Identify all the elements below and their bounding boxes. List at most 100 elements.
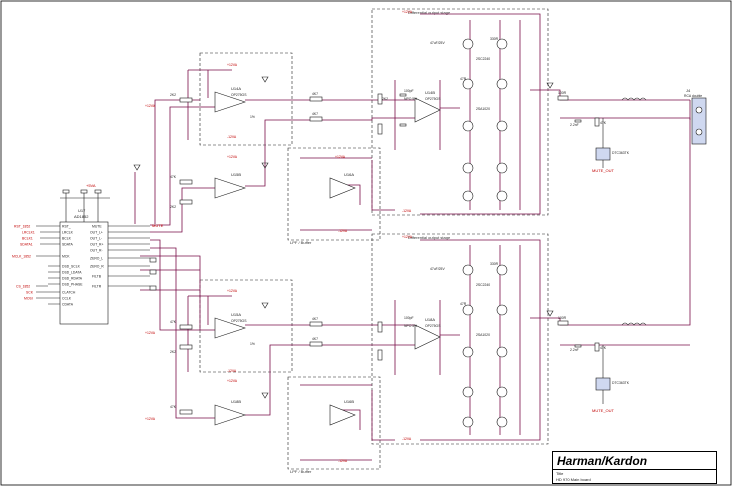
dac-part: AD1852 <box>74 214 89 219</box>
res-r94 <box>309 321 323 327</box>
dac-pin-dsd-ldata: DSD_LDATA <box>62 271 82 275</box>
supply-pos-2: +12VA <box>145 104 156 108</box>
wires-bottom-channel <box>140 130 691 461</box>
val-2k2-c: 2K2 <box>382 97 388 101</box>
net-lrclk1: LRCLK1 <box>22 231 35 235</box>
supply-pos-4: +12VA <box>335 155 346 159</box>
res-r92 <box>179 344 193 350</box>
cap-c58 <box>94 189 102 194</box>
net-mclk-1852: MCLK_1852 <box>12 255 31 259</box>
transistors: 2SC2240 2SA1020 2SC2240 2SA1020 <box>462 38 508 428</box>
dac-pin-zero-r: ZERO_R <box>90 265 104 269</box>
tr-pnp-label-a: 2SA1020 <box>476 107 490 111</box>
dac-pin-sdata: SDATA <box>62 243 74 247</box>
res-r97 <box>377 349 383 361</box>
res-r91 <box>179 324 193 330</box>
cap-c27 <box>399 93 407 97</box>
cap-c43 <box>149 257 157 263</box>
val-330r-a: 330R <box>490 37 499 41</box>
val-2k2-d: 2K2 <box>170 350 176 354</box>
res-r95 <box>309 341 323 347</box>
opamp-part-2: OP275GS <box>231 319 247 323</box>
transistor-q15 <box>462 162 474 174</box>
rca-jack-1 <box>695 106 703 114</box>
supply-neg-6: -12VA <box>402 437 412 441</box>
net-mute: MUTE <box>152 223 164 228</box>
net-mosi: MOSI <box>24 297 33 301</box>
opamp-u14b <box>414 97 441 123</box>
val-47k-c: 47K <box>170 320 177 324</box>
title-field-label: Title <box>556 471 564 476</box>
val-1pct-b: 1% <box>250 342 255 346</box>
drawing-title: HD 970 Main board <box>556 477 591 482</box>
val-47uf-a: 47uF/25V <box>430 41 445 45</box>
test-point-markers <box>133 76 554 399</box>
supply-pos-3: +12VA <box>227 155 238 159</box>
supply-pos-8: +12VA <box>145 331 156 335</box>
dac-pin-filtb: FILTB <box>92 275 102 279</box>
lpf-box-bottom <box>287 376 381 470</box>
opamps: U14A U15B U16A U14B U15A U18B U16B U18A … <box>214 86 441 426</box>
transistor-q13 <box>462 120 474 132</box>
transistor-q17 <box>462 190 474 202</box>
dac-pin-dsd-sclk: DSD_SCLK <box>62 265 81 269</box>
transistor-q22 <box>496 304 508 316</box>
filter-box-1 <box>199 52 293 146</box>
connector-j4: J4 RCA double <box>684 88 707 145</box>
transistor-q10 <box>496 38 508 50</box>
net-mute-out-top: MUTE_OUT <box>592 168 615 173</box>
inductor-l2 <box>621 322 647 326</box>
tr-pnp-label-b: 2SA1020 <box>476 333 490 337</box>
opamp-ref-u15b: U15B <box>231 172 241 177</box>
transistor-q9 <box>462 38 474 50</box>
cap-c7 <box>574 344 582 348</box>
opamp-u16a <box>329 177 356 199</box>
mute-transistors: DTC363TK DTC363TK <box>595 118 630 404</box>
dac-pin-zero-l: ZERO_L <box>90 257 103 261</box>
supply-pos-1: +12VA <box>227 63 238 67</box>
supply-pos-5: +12VA <box>402 10 413 14</box>
val-1pct-a: 1% <box>250 115 255 119</box>
dac-pins-left: RST_ LRCLK BCLK SDATA MCK DSD_SCLK DSD_L… <box>48 225 83 307</box>
cap-c28 <box>399 123 407 127</box>
opamp-ref-u14b: U14B <box>425 90 435 95</box>
tr-npn-label-a: 2SC2240 <box>476 57 490 61</box>
opamp-u15b <box>214 177 246 199</box>
dac-pin-clatch: CLATCH <box>62 291 76 295</box>
supply-neg-1: -12VA <box>227 135 237 139</box>
opamp-ref-u15a: U15A <box>231 312 241 317</box>
mute-part-a: DTC363TK <box>612 151 630 155</box>
opamp-part-3: OP275GS <box>425 97 441 101</box>
opamp-u18a <box>414 324 441 350</box>
val-4k7-a: 4K7 <box>312 92 318 96</box>
title-row: Title HD 970 Main board <box>553 469 716 485</box>
transistor-q18 <box>496 190 508 202</box>
supply-neg-3: -12VA <box>402 209 412 213</box>
res-r68 <box>179 179 193 185</box>
passives <box>149 93 600 415</box>
mute-part-b: DTC363TK <box>612 381 630 385</box>
output-stage-box-bottom <box>371 233 549 445</box>
dac-pin-dsd-phase: DSD_PHASE <box>62 283 83 287</box>
net-mute-out-bottom: MUTE_OUT <box>592 408 615 413</box>
transistor-q20 <box>496 264 508 276</box>
val-100pf-a: 100pF <box>404 89 414 93</box>
opamp-ref-u16a: U16A <box>344 172 354 177</box>
dac-decoupling: +5VA <box>60 183 110 222</box>
val-47k-e: 47K <box>600 346 607 350</box>
title-block: Harman/Kardon Title HD 970 Main board <box>552 451 717 484</box>
opamp-ref-u14a: U14A <box>231 86 241 91</box>
val-47k-b: 47K <box>600 121 607 125</box>
cap-c6 <box>574 119 582 123</box>
res-r72 <box>377 93 383 105</box>
res-r96 <box>377 321 383 333</box>
dac-pin-lrclk: LRCLK <box>62 231 74 235</box>
supply-pos-7: +12VA <box>227 289 238 293</box>
transistor-q26 <box>496 386 508 398</box>
transistor-q11 <box>462 78 474 90</box>
val-47uf-b: 47uF/25V <box>430 267 445 271</box>
val-2k2-a: 2K2 <box>170 93 176 97</box>
val-330r-b: 330R <box>490 262 499 266</box>
supply-pos-9: +12VA <box>227 379 238 383</box>
